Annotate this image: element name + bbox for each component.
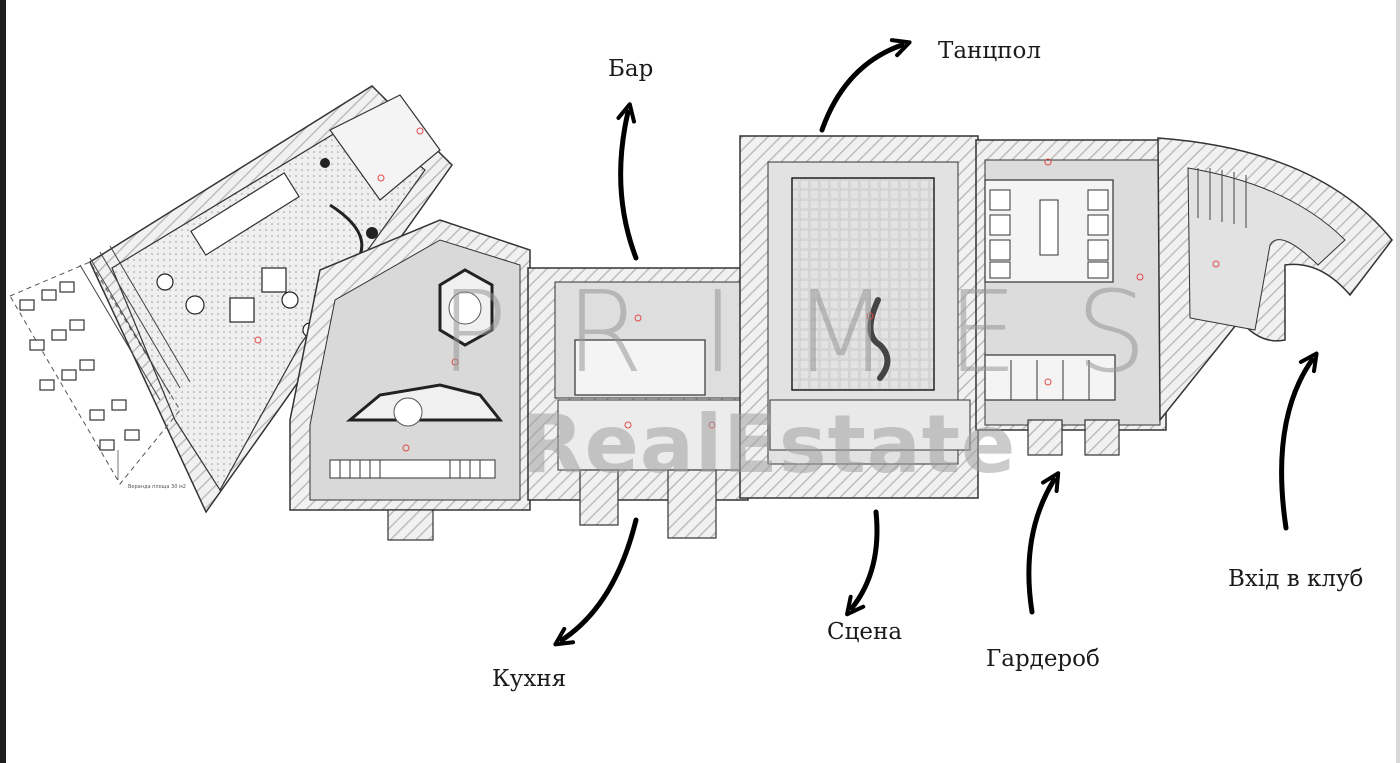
svg-text:Веранда площа 30 м2: Веранда площа 30 м2 xyxy=(128,484,186,490)
central-wing xyxy=(289,219,531,541)
arrow-dance-floor xyxy=(819,38,912,133)
arrow-entrance xyxy=(1279,351,1319,531)
bar-kitchen-block xyxy=(527,267,749,539)
label-stage: Сцена xyxy=(827,619,903,645)
main-hall xyxy=(739,135,979,499)
right-wing xyxy=(975,139,1167,456)
label-bar: Бар xyxy=(608,56,654,82)
label-kitchen: Кухня xyxy=(492,666,567,692)
label-dance-floor: Танцпол xyxy=(938,38,1041,64)
left-edge xyxy=(0,0,6,763)
arrow-bar xyxy=(616,102,639,261)
arrow-wardrobe xyxy=(1026,471,1061,615)
arrow-stage xyxy=(845,509,880,617)
label-wardrobe: Гардероб xyxy=(986,646,1100,672)
callout-arrows xyxy=(553,38,1319,647)
arrow-kitchen xyxy=(553,517,639,647)
label-club-entrance: Вхід в клуб xyxy=(1228,566,1364,592)
restaurant-wing: Веранда площа 30 м2 xyxy=(9,85,453,514)
entrance-wing xyxy=(1157,137,1393,423)
right-edge xyxy=(1396,0,1400,763)
